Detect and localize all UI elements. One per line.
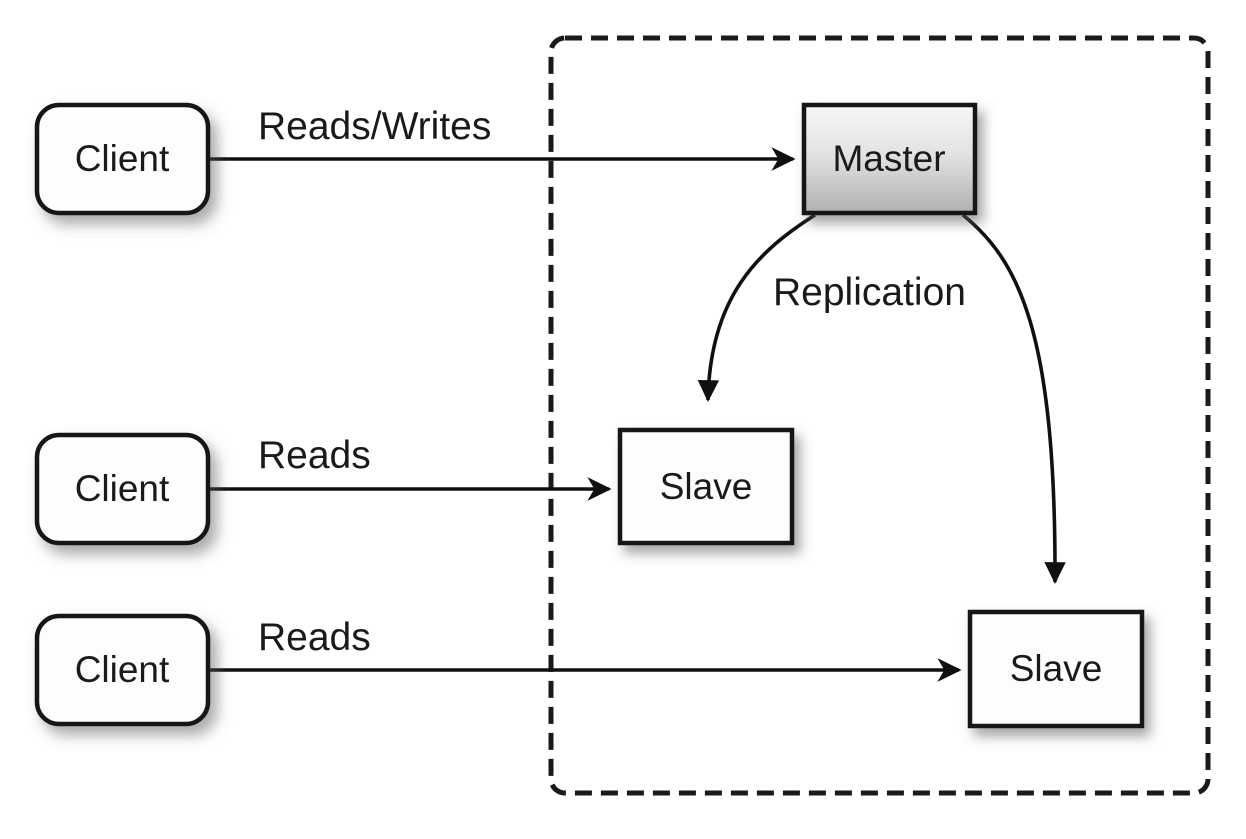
- edge-label-reads-middle: Reads: [258, 434, 371, 477]
- client-1-shape: [34, 102, 211, 216]
- slave-2-shape: [967, 609, 1145, 729]
- master-label: Master: [832, 138, 945, 179]
- client-2-label: Client: [75, 468, 170, 509]
- client-2-shape: [34, 432, 211, 546]
- master-shape: [801, 102, 978, 216]
- slave-1-label: Slave: [660, 466, 753, 507]
- node-slave-1[interactable]: Slave: [617, 427, 795, 546]
- edge-label-reads-bottom: Reads: [258, 616, 371, 659]
- client-3-label: Client: [75, 649, 170, 690]
- database-cluster-boundary: [548, 35, 1211, 796]
- slave-1-shape: [617, 427, 795, 546]
- node-slave-2[interactable]: Slave: [967, 609, 1145, 729]
- node-client-1[interactable]: Client: [34, 102, 211, 216]
- edge-label-replication: Replication: [773, 271, 966, 314]
- node-client-2[interactable]: Client: [34, 432, 211, 546]
- edge-master-to-slave2: [961, 213, 1066, 584]
- client-1-label: Client: [75, 138, 170, 179]
- slave-2-label: Slave: [1010, 648, 1103, 689]
- node-master[interactable]: Master: [801, 102, 978, 216]
- client-3-shape: [34, 613, 211, 727]
- node-client-3[interactable]: Client: [34, 613, 211, 727]
- edge-master-to-slave1: [697, 213, 816, 402]
- edge-label-reads-writes: Reads/Writes: [258, 105, 491, 148]
